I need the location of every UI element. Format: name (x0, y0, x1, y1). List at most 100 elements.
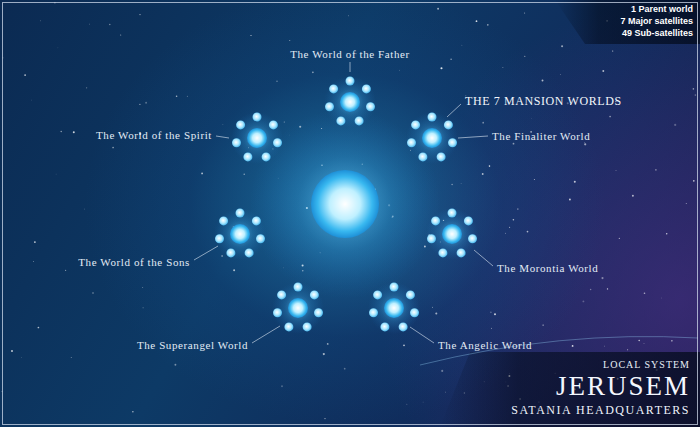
star (55, 173, 57, 175)
star (627, 349, 628, 350)
star (666, 233, 668, 235)
star (476, 20, 478, 22)
star (461, 44, 463, 46)
star (11, 350, 13, 352)
star (112, 147, 114, 149)
sub-satellite (284, 322, 293, 331)
major-satellite (247, 128, 267, 148)
star (619, 238, 620, 239)
star (482, 122, 484, 124)
sub-satellite (390, 283, 399, 292)
star (89, 23, 91, 25)
star (695, 94, 697, 96)
sub-satellite (294, 283, 303, 292)
sub-satellite (277, 290, 286, 299)
major-satellite (442, 224, 462, 244)
sub-satellite (262, 152, 271, 161)
star (57, 47, 59, 49)
star (34, 241, 36, 243)
system-label: LOCAL SYSTEM (603, 359, 690, 370)
star (276, 81, 278, 83)
sub-satellite (269, 120, 278, 129)
sub-satellite (373, 290, 382, 299)
sub-satellite (418, 152, 427, 161)
star (489, 165, 491, 167)
star (92, 292, 94, 294)
star (186, 95, 188, 97)
star (502, 67, 504, 69)
star (312, 71, 314, 73)
sub-satellite (273, 308, 282, 317)
major-satellite-group (231, 112, 283, 164)
star (1, 391, 2, 392)
star (513, 143, 515, 145)
world-label: The Morontia World (497, 262, 598, 274)
sub-satellite (448, 209, 457, 218)
star (450, 59, 451, 60)
star (39, 20, 41, 22)
star (505, 232, 507, 234)
star (21, 357, 23, 359)
sub-satellite (215, 234, 224, 243)
star (142, 287, 144, 289)
star (655, 169, 657, 171)
sub-satellite (325, 102, 334, 111)
sub-satellite (369, 308, 378, 317)
sub-satellite (226, 248, 235, 257)
sub-satellite (406, 290, 415, 299)
sub-satellite (437, 152, 446, 161)
star (527, 231, 529, 233)
star (145, 102, 147, 104)
satellite-glow (231, 112, 283, 164)
star (632, 195, 634, 197)
sub-satellite (448, 138, 457, 147)
leader-lines (194, 62, 493, 343)
title-banner (440, 352, 700, 427)
star (660, 297, 662, 299)
star (686, 203, 687, 204)
star (120, 34, 121, 35)
star (174, 364, 176, 366)
sub-satellite (380, 322, 389, 331)
star (560, 74, 562, 76)
sub-satellite (468, 234, 477, 243)
star (406, 404, 407, 405)
star (33, 260, 35, 262)
sub-satellite (399, 322, 408, 331)
satellite-glow (324, 76, 376, 128)
subtitle: SATANIA HEADQUARTERS (511, 403, 690, 418)
star (574, 181, 576, 183)
satellite-glow (426, 208, 478, 260)
sub-satellite (243, 152, 252, 161)
star (542, 80, 544, 82)
leader-line (474, 250, 493, 266)
star (84, 208, 86, 210)
star (584, 143, 586, 145)
star (139, 14, 140, 15)
sub-satellite (273, 138, 282, 147)
leader-line (252, 326, 280, 343)
star (403, 345, 405, 347)
satellite-clusters (214, 76, 478, 334)
leader-line (194, 246, 218, 260)
star (323, 353, 325, 355)
star (348, 15, 350, 17)
star (73, 131, 75, 133)
sub-satellite (256, 234, 265, 243)
star (671, 340, 673, 342)
star (517, 208, 519, 210)
sub-satellite (411, 120, 420, 129)
major-satellite (288, 298, 308, 318)
star (54, 2, 56, 4)
star (86, 87, 87, 88)
star (572, 345, 574, 347)
star (612, 50, 613, 51)
star (609, 116, 611, 118)
star (244, 174, 245, 175)
star (441, 370, 443, 372)
star (435, 312, 437, 314)
star (513, 219, 515, 221)
star (24, 74, 26, 76)
